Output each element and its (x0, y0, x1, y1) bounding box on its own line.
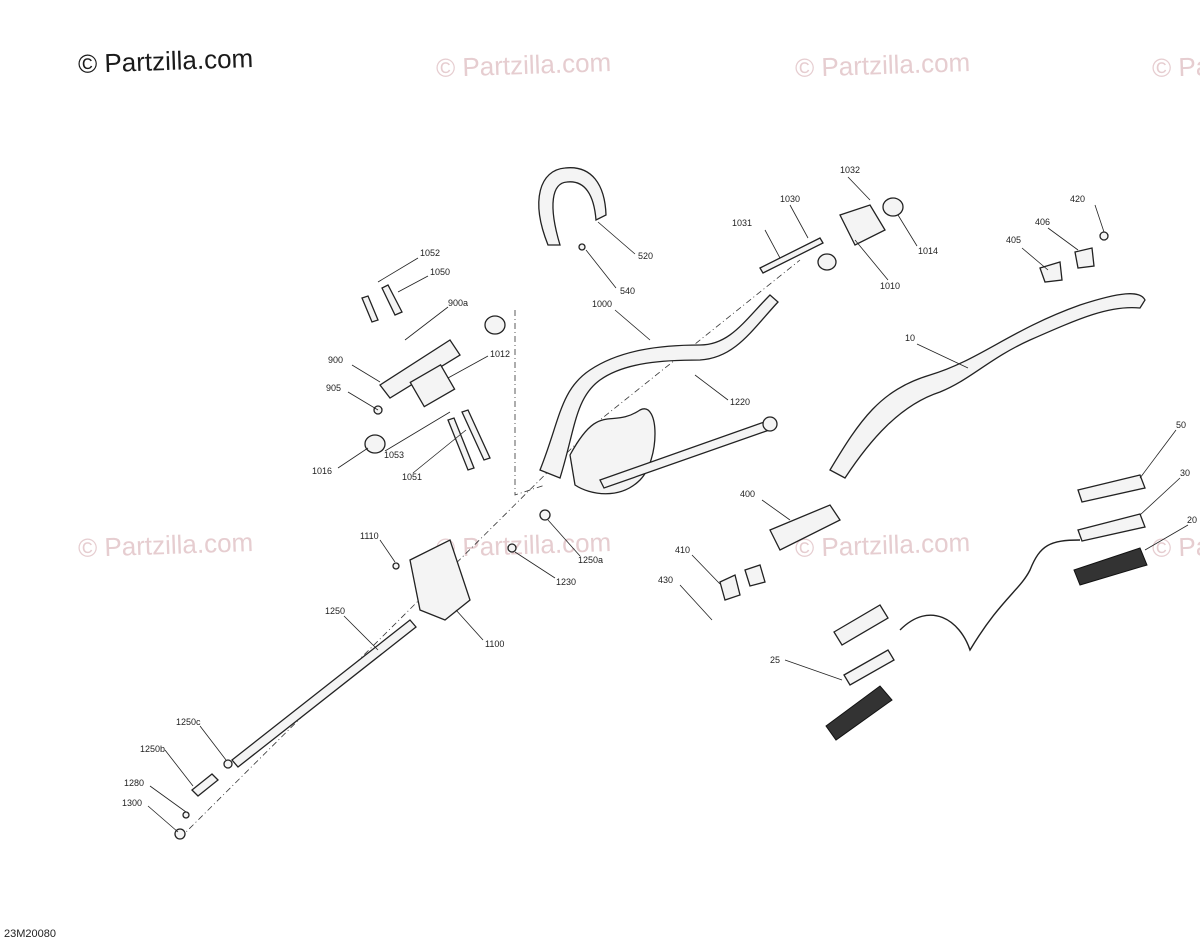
callout-label: 420 (1070, 194, 1085, 204)
callout-label: 905 (326, 383, 341, 393)
washer (223, 759, 233, 769)
clamp (719, 574, 741, 601)
clamp-half (1039, 261, 1063, 283)
bolt (381, 284, 403, 316)
callout-label: 1250a (578, 555, 603, 565)
screw (392, 562, 400, 570)
steering-shaft (231, 619, 417, 768)
callout-label: 1030 (780, 194, 800, 204)
steering-support (409, 539, 471, 621)
callout-label: 1110 (360, 531, 379, 541)
steering-column (539, 294, 779, 479)
bolt (447, 417, 475, 471)
callout-label: 1032 (840, 165, 860, 175)
callout-label: 1012 (490, 349, 510, 359)
callout-label: 1010 (880, 281, 900, 291)
callout-label: 1050 (430, 267, 450, 277)
callout-label: 1051 (402, 472, 422, 482)
rod-end (191, 773, 219, 797)
heated-grip (1073, 547, 1148, 586)
grip-sleeve (843, 649, 895, 686)
callout-label: 50 (1176, 420, 1186, 430)
grip-sleeve (833, 604, 889, 646)
callout-label: 10 (905, 333, 915, 343)
callout-label: 540 (620, 286, 635, 296)
callout-label: 400 (740, 489, 755, 499)
handlebar-clamp (839, 204, 886, 246)
callout-label: 406 (1035, 217, 1050, 227)
bushing (364, 434, 386, 454)
grip-wire (899, 539, 1081, 652)
bushing (882, 197, 904, 217)
diagram-code: 23M20080 (4, 928, 56, 940)
callout-label: 430 (658, 575, 673, 585)
washer (507, 543, 517, 553)
callout-label: 30 (1180, 468, 1190, 478)
callout-label: 1300 (122, 798, 142, 808)
callout-label: 1100 (485, 639, 504, 649)
callout-label: 520 (638, 251, 653, 261)
rod-end (762, 416, 778, 432)
clamp-block (409, 363, 456, 408)
screw (1099, 231, 1109, 241)
grip (1077, 474, 1146, 503)
leader-lines (147, 176, 1189, 833)
bolt (461, 409, 491, 461)
clamp-half (1074, 247, 1095, 269)
callout-label: 1052 (420, 248, 440, 258)
bolt (361, 295, 379, 323)
bolt (759, 237, 824, 274)
callout-label: 1053 (384, 450, 404, 460)
callout-label: 1230 (556, 577, 576, 587)
throttle-housing (769, 504, 841, 551)
callout-label: 1016 (312, 466, 332, 476)
callout-label: 900 (328, 355, 343, 365)
bushing (484, 315, 506, 335)
callout-label: 25 (770, 655, 780, 665)
callout-label: 410 (675, 545, 690, 555)
callout-label: 20 (1187, 515, 1197, 525)
bushing (817, 253, 837, 271)
callout-label: 1250c (176, 717, 201, 727)
callout-label: 1031 (732, 218, 752, 228)
grip (1077, 513, 1146, 542)
clamp (744, 564, 766, 587)
handlebar-clamp-bracket (379, 339, 461, 399)
heated-grip (825, 685, 893, 741)
loop-handle (538, 167, 607, 246)
callout-label: 1014 (918, 246, 938, 256)
callout-label: 1250b (140, 744, 165, 754)
screw (578, 243, 586, 251)
callout-label: 1250 (325, 606, 345, 616)
callout-label: 900a (448, 298, 468, 308)
screw (182, 811, 190, 819)
center-line (514, 310, 546, 496)
callout-label: 1220 (730, 397, 750, 407)
callout-label: 405 (1006, 235, 1021, 245)
handlebar (829, 293, 1146, 479)
callout-label: 1000 (592, 299, 612, 309)
bushing (539, 509, 551, 521)
callout-label: 1280 (124, 778, 144, 788)
